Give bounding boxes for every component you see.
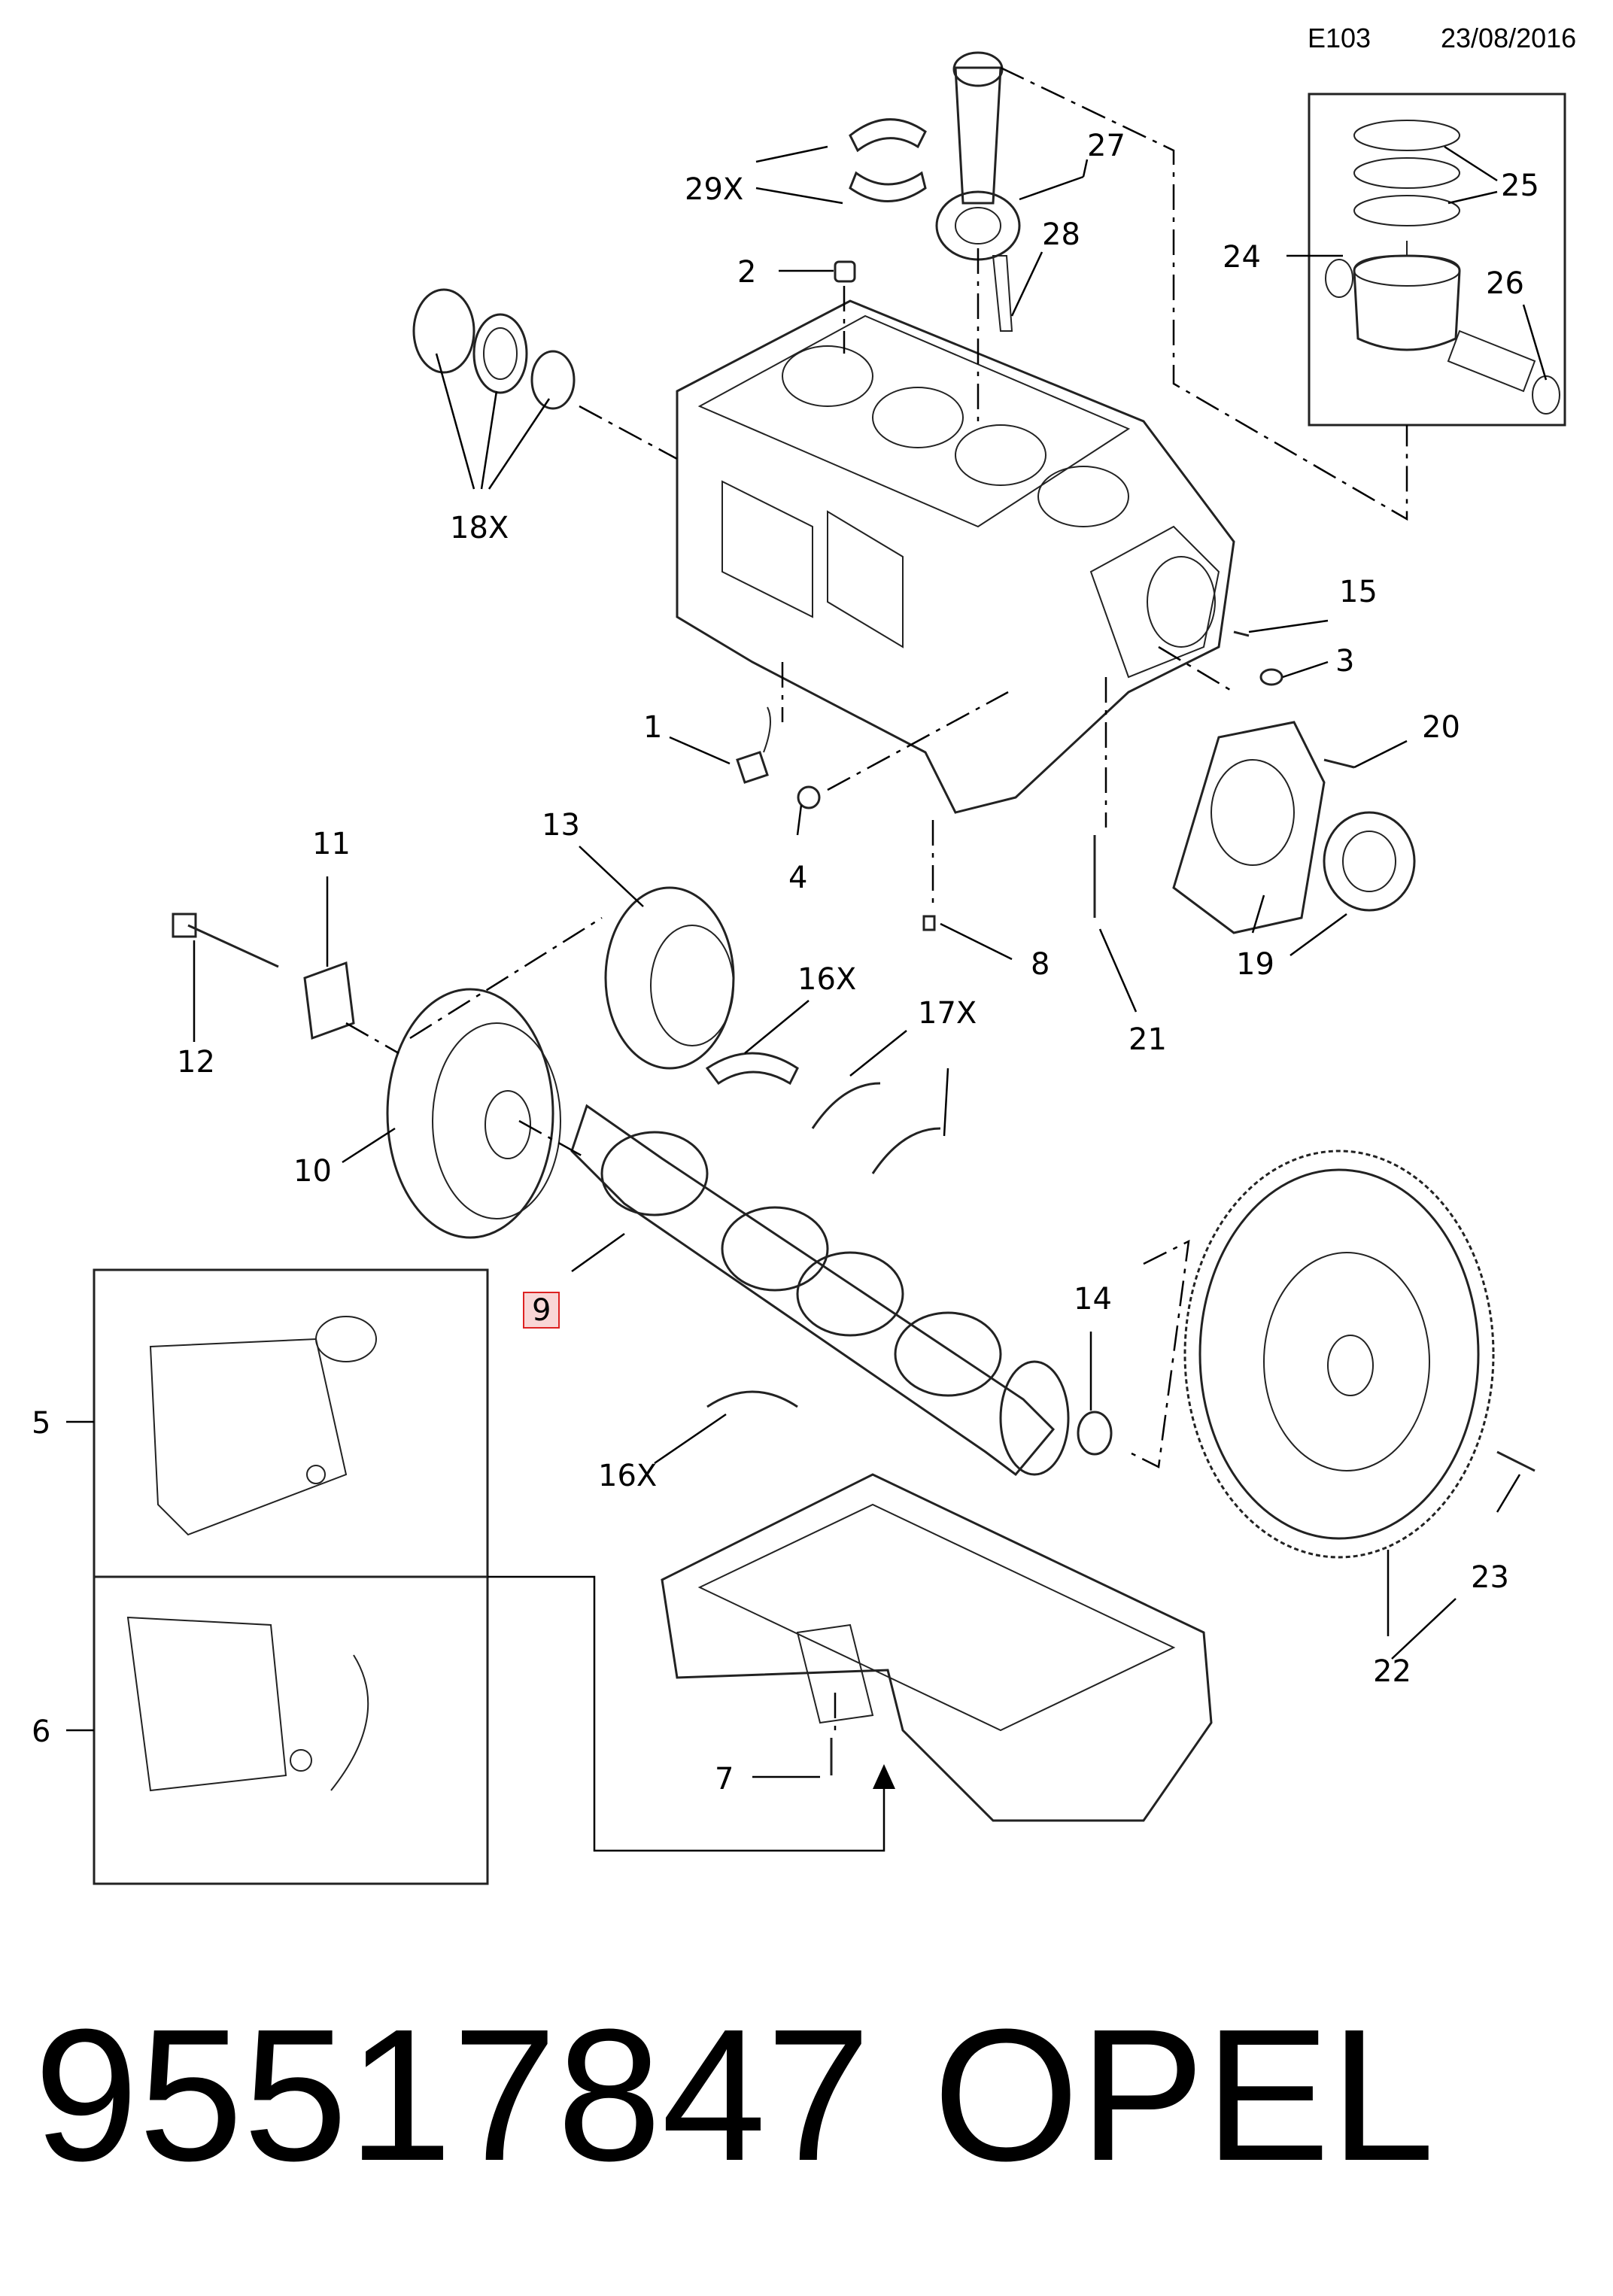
callout-16x-bottom: 16X: [598, 1459, 657, 1493]
callout-17x: 17X: [918, 996, 977, 1031]
callout-22: 22: [1373, 1654, 1411, 1689]
callout-6: 6: [32, 1714, 50, 1749]
rear-seal-carrier: [1172, 721, 1416, 934]
expansion-plug: [1259, 668, 1283, 686]
thrust-washer-b: [871, 1127, 941, 1174]
callout-13: 13: [542, 808, 580, 843]
callout-23: 23: [1471, 1560, 1509, 1595]
callout-8: 8: [1031, 947, 1050, 982]
flywheel: [1183, 1150, 1495, 1559]
leader-lines: [66, 145, 1548, 1778]
diagram-code: E103: [1308, 23, 1372, 53]
callout-9: 9: [532, 1293, 551, 1328]
inset-view-6: [93, 1575, 489, 1885]
connecting-rod: [935, 51, 1021, 332]
damper-hub: [604, 886, 735, 1070]
crank-bolt: [172, 913, 279, 968]
small-plug: [1233, 630, 1250, 637]
bolt: [797, 785, 821, 809]
pilot-bushing: [1077, 1411, 1113, 1456]
callout-11: 11: [312, 827, 351, 861]
oil-pan: [661, 1473, 1213, 1822]
crank-pulley: [386, 988, 561, 1239]
rod-bearing-shells: [849, 118, 927, 202]
callout-27: 27: [1087, 129, 1125, 163]
dowel-pin: [922, 915, 936, 931]
callout-29x: 29X: [685, 172, 743, 207]
construction-lines: [345, 66, 1408, 1738]
flywheel-bolt: [1496, 1450, 1536, 1472]
plug: [834, 260, 856, 283]
main-bearing-upper: [705, 1052, 799, 1086]
callout-4: 4: [788, 861, 807, 895]
callout-19: 19: [1236, 947, 1274, 982]
inset-view-5: [93, 1268, 489, 1578]
highlight-box: [523, 1292, 560, 1329]
callout-16x-top: 16X: [797, 962, 856, 997]
callout-25: 25: [1501, 169, 1539, 203]
brand-name: OPEL: [933, 1990, 1435, 2200]
callout-28: 28: [1042, 217, 1080, 252]
crankshaft: [570, 1104, 1070, 1477]
main-bearing-lower: [706, 1390, 798, 1408]
callout-3: 3: [1335, 644, 1354, 679]
thrust-washer-a: [811, 1082, 881, 1129]
callout-21: 21: [1128, 1022, 1167, 1057]
callout-14: 14: [1074, 1282, 1112, 1317]
callout-7: 7: [715, 1762, 734, 1796]
timing-sprocket: [303, 961, 355, 1040]
callout-18x: 18X: [450, 511, 509, 545]
callout-labels: 29X 27 28 2 18X 24 25 26 15 3 20 1 4 8 2…: [32, 129, 1539, 1796]
engine-block: [676, 299, 1235, 814]
part-number: 95517847: [34, 1990, 871, 2200]
diagram-date: 23/08/2016: [1441, 23, 1577, 53]
seal-bushings: [412, 288, 576, 410]
callout-10: 10: [293, 1154, 332, 1189]
callout-20: 20: [1422, 710, 1460, 745]
callout-2: 2: [737, 255, 756, 290]
callout-15: 15: [1339, 575, 1378, 609]
sensor: [736, 706, 771, 784]
inset-link-arrow: [488, 1575, 895, 1852]
callout-5: 5: [32, 1406, 50, 1441]
callout-26: 26: [1486, 266, 1524, 301]
callout-24: 24: [1223, 240, 1261, 275]
callout-1: 1: [643, 710, 662, 745]
piston-kit-box: [1308, 93, 1566, 427]
callout-12: 12: [177, 1045, 215, 1080]
